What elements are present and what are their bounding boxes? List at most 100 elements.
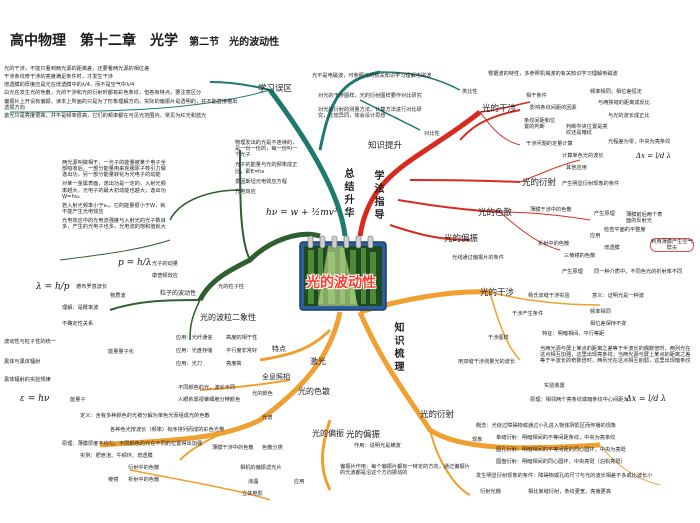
laser-item: 应用：光刀 (176, 361, 202, 367)
photon-item: 物理发出的光是不连续的，是一份一份的，每一份叫一个光子 (235, 140, 298, 159)
stripe-item: 薄膜前后两个表面的反射光 (626, 212, 663, 225)
node-laser: 激光 (310, 357, 326, 366)
diff-item: 发生明显衍射现象的条件：障碍物或孔的尺寸与光的波长相差不多或比波长小 (476, 473, 653, 479)
orange-branch (99, 311, 343, 448)
summary-note: 若入射光频率小于ν₀，它的能量很小于W，就不能产生光电效应 (62, 202, 166, 215)
disp-item: 不同颜色的光，波长不同 (178, 385, 236, 391)
branch-summary: 总结升华 (342, 168, 353, 220)
polar-item: 应用 (294, 479, 305, 485)
mistake-item: 增透膜的厚度应是光在增透膜中的λ/4，而不是空气中λ/4 (4, 82, 135, 89)
interf-item: 与两狭缝的距离成反比 (598, 100, 650, 106)
diff-item: 圆孔衍射：明暗相间的不等间距的同心圆环，中央为亮斑 (496, 447, 626, 453)
node-knowledge-up: 知识提升 (368, 141, 403, 151)
mistakes-list: 光的干涉，不能只看到两光源的距离差，还要看两光源的相位差 干涉条纹奇干涉的亮度满… (2, 64, 244, 121)
disp-item: 光的颜色 (252, 391, 273, 397)
center-image: 光的波动性 (298, 234, 388, 312)
quant-item: 黑体辐射的实验规律 (4, 377, 51, 383)
photon-list: 物理发出的光是不连续的，是一份一份的，每一份叫一个光子 光子的能量与光的频率成正… (235, 140, 299, 195)
learn-tip-1: 光不是电磁波，可参照光的有关知识学习理解电磁波 (312, 73, 432, 79)
grating-label: 衍射光栅 (480, 489, 501, 495)
phenomenon-label: 现象 (472, 437, 483, 443)
node-dispersion-right: 光的色散 (478, 208, 513, 218)
summary-note: 光电效应中的光电流强度与入射光的光子数目多，产生的光电子也多，光电流的饱和值就大 (62, 218, 166, 231)
node-wave-particle: 光的波粒二象性 (200, 313, 256, 322)
diff-item: 单缝衍射：明暗相间的不等间距条纹，中央为亮条纹 (496, 435, 616, 441)
diffraction-disp: 衍射中的色散 (128, 465, 160, 471)
pol-condition: 光线通过偏振片的条件 (452, 255, 504, 261)
pol-use: 作用：说明光是横波 (354, 443, 401, 449)
polar-item: 立体电影 (242, 491, 263, 497)
node-polarization-left: 光的偏振 (312, 429, 344, 438)
stripe-item: 应用 (590, 233, 601, 239)
photon-momentum-formula: p = h/λ (118, 258, 152, 268)
contrast-label: 对比性 (424, 131, 440, 137)
phenom-label: 实例：肥皂泡、牛顿环、增透膜 (80, 453, 153, 459)
debroglie-formula: λ = h/p (36, 282, 70, 292)
diff-condition: 产生明显衍射现象的条件 (562, 181, 620, 187)
polar-item: 相机的偏振滤光片 (240, 465, 282, 471)
energy-formula: ε = hν (20, 394, 50, 404)
quant-item: 波动性与粒子性的统一 (4, 339, 56, 345)
photon-item: 光电效应 (235, 188, 256, 195)
interf-item: 与光的波长成正比 (608, 113, 650, 119)
pattern-feature: 特征：明暗相间、平行等距 (542, 331, 605, 337)
teal-branch (267, 88, 348, 237)
mistake-item: 白光在发生光的色散，光的干涉和光的衍射时都有彩色条纹，但各有特点，要注意区分 (4, 90, 202, 97)
page-subtitle: 第二节 光的波动性 (189, 37, 280, 48)
disp-item: 人眼依靠视锥细胞分辨颜色 (178, 397, 241, 403)
laser-item: 应用：光纤通信 (176, 335, 213, 341)
photon-item: 爱因斯坦光电效应方程 (235, 178, 287, 185)
einstein-formula: hν = w + ½mv² (266, 208, 338, 218)
node-features: 特点 (272, 345, 286, 353)
particle-item: 康普顿效应 (152, 273, 178, 279)
diff-item: 圆盘衍射：明暗相间的同心圆环，中央亮斑（泊松亮斑） (496, 459, 626, 465)
summary-notes: 两光源叫做相干，一光子的能量被某个电子全部吸收后，一部分能量用来克服原子核引力做… (62, 160, 170, 230)
principle-label: 原理：相邻两个亮条纹或暗条纹中心间距为 (530, 397, 629, 403)
quant-item: 黑体与黑体辐射 (4, 359, 41, 365)
summary-note: 对某一金属表面，逸出功是一定的，入射光频率越大，光电子的最大初动能也越大；逸出功… (62, 181, 166, 200)
stripe-item: 检查平面的平整度 (604, 227, 646, 233)
learn-tip-3: 对光的衍射的测量方法，计算方法进行对比研究，比较异同，体会设计思想 (318, 107, 422, 120)
quant-item: 能量量子化 (108, 349, 134, 355)
learn-tip-2: 对光的干涉图样，光的衍射图样要作对比研究 (318, 93, 422, 99)
pattern-label: 干涉图样 (488, 335, 509, 341)
polar-item: 色散分类 (262, 445, 283, 451)
stripe-item: 增透膜 (604, 245, 620, 251)
polar-item: 液晶 (248, 479, 259, 485)
laser-item: 应用：光盘存储 (176, 348, 213, 354)
notepad-icon (299, 235, 387, 311)
mistake-item: 激光只是亮度很高，并不是频率很高，它们的频率都在可见光范围内，常见为红光和蓝光 (4, 112, 207, 119)
interf-item: 条纹间距和位置的判断 (524, 118, 556, 131)
diffr-def: 概念：光绕过障碍物或通过小孔进入物体阴影区而传播的现象 (476, 423, 617, 429)
debroglie-label: 德布罗意波长 (76, 284, 108, 290)
yang-label: 杨氏双缝干涉实验 (528, 293, 570, 299)
measure-label: 用双缝干涉测量光的波长 (458, 359, 516, 365)
interf-item: 判断中央位置是亮纹还是暗纹 (566, 124, 608, 137)
analogy-label: 类比性 (462, 89, 478, 95)
exp-label: 实验装置 (544, 383, 565, 389)
particle-item: 不确定性关系 (62, 321, 94, 327)
disp-spectrum: 各种色光按波长（频率）有序排列而成的彩色光带 (110, 427, 225, 433)
wavelength-formula-bottom: Δx = l/d λ (626, 394, 667, 403)
node-polarization-top: 光的偏振 (444, 234, 479, 244)
node-interference-top: 光的干涉 (482, 104, 517, 114)
interf-item: 干涉问题的定量计算 (526, 141, 573, 147)
node-polarization-bottom: 光的偏振 (346, 430, 381, 440)
particle-item: 粒子的波动性 (160, 290, 197, 297)
refraction-disp: 折射中的色散 (128, 477, 160, 483)
energy-label: 能量子 (70, 397, 86, 403)
center-label: 光的波动性 (306, 275, 376, 291)
page-title: 高中物理 第十二章 光学 (10, 33, 178, 49)
stripe-item: 产生原理 (562, 269, 583, 275)
interf-item: 光程差为零，中央为亮条纹 (608, 139, 671, 145)
particle-item: 光的粒子性 (218, 284, 244, 290)
learn-tip-4: 根据波的特性，多参照机械波的有关知识学习理解电磁波 (488, 71, 618, 77)
interf-item: 影响条纹间距的因素 (530, 105, 577, 111)
node-holography: 全息照相 (262, 373, 290, 381)
cond-item: 频率相同 (590, 309, 611, 315)
prism-disp-label: 折射中的色散 (538, 241, 570, 247)
disp-principle: 原理：薄膜厚度不均匀，不同颜色的光在不同的位置得出加强 (62, 441, 203, 447)
interf-item: 频率相同，相位差恒定 (590, 89, 642, 95)
